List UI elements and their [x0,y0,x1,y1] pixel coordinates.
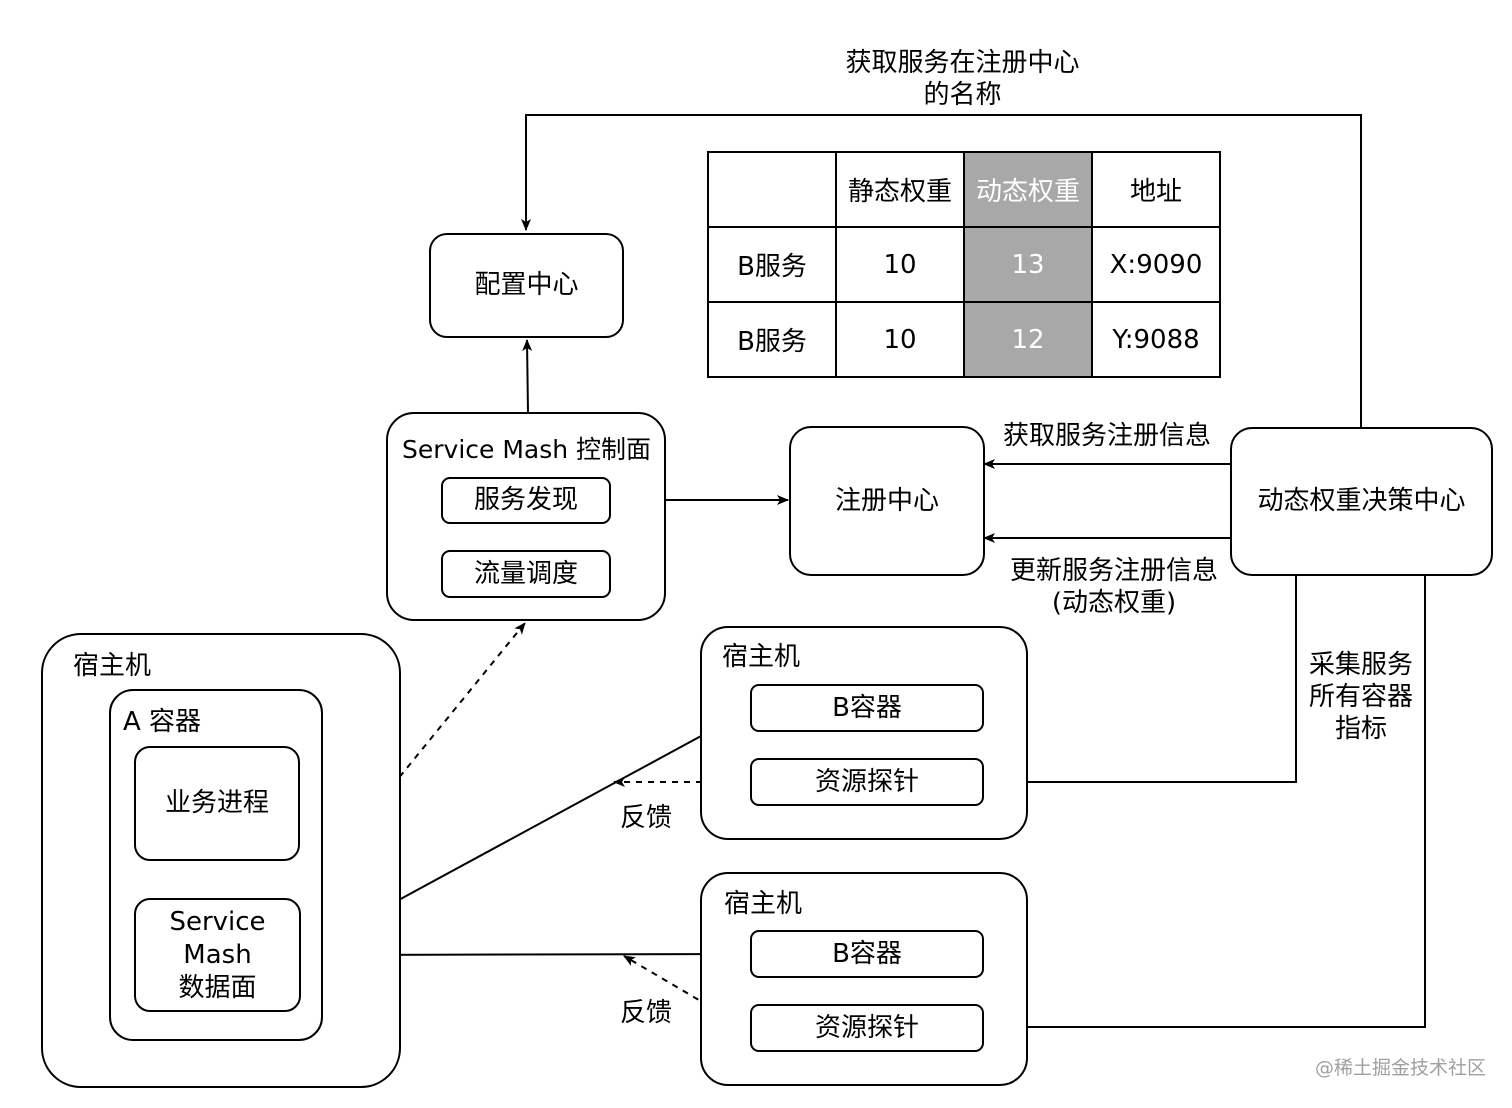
label-line: 的名称 [923,80,1002,110]
table-cell: 13 [963,226,1093,303]
label-line: (动态权重) [1051,588,1177,618]
decision-center-label: 动态权重决策中心 [1257,486,1466,516]
container-b2-label: B容器 [832,938,902,969]
edge-decision-to-probe1 [983,576,1297,787]
table-cell: B服务 [707,301,837,378]
table-header-row: 静态权重 动态权重 地址 [707,151,1221,228]
table-cell: Y:9088 [1091,301,1221,378]
host-b1-node: 宿主机 [700,626,1028,840]
table-header-address: 地址 [1091,151,1221,228]
label-feedback-1: 反馈 [620,803,673,833]
registry-label: 注册中心 [834,485,939,516]
table-cell: 12 [963,301,1093,378]
registry-node: 注册中心 [789,426,985,576]
decision-center-node: 动态权重决策中心 [1230,427,1493,576]
edge-decision-to-probe2 [983,576,1426,1032]
container-b2-node: B容器 [750,930,984,978]
label-line: 指标 [1334,714,1387,744]
host-b2-node: 宿主机 [700,872,1028,1086]
table-cell: 10 [835,226,965,303]
table-row: B服务 10 12 Y:9088 [707,301,1221,378]
data-plane-label: Service [169,906,266,937]
table-cell: B服务 [707,226,837,303]
probe-b1-node: 资源探针 [750,758,984,806]
label-line: 采集服务 [1308,650,1413,680]
table-cell: X:9090 [1091,226,1221,303]
config-center-node: 配置中心 [429,233,624,338]
service-discovery-label: 服务发现 [473,485,578,515]
container-b1-label: B容器 [832,692,902,723]
edge-control-to-config [522,339,533,414]
business-process-label: 业务进程 [164,788,269,818]
label-feedback-2: 反馈 [620,998,673,1028]
service-discovery-node: 服务发现 [441,477,611,524]
host-a-label: 宿主机 [73,651,152,681]
label-line: 获取服务在注册中心 [845,48,1080,78]
edge-decision-to-config [521,114,1362,428]
label-line: 更新服务注册信息 [1009,556,1218,586]
weights-table: 静态权重 动态权重 地址 B服务 10 13 X:9090 B服务 10 12 … [707,151,1221,378]
control-plane-title: Service Mash 控制面 [402,435,652,464]
data-plane-label: Mash [183,939,252,970]
table-cell: 10 [835,301,965,378]
label-line: 所有容器 [1308,682,1413,712]
host-b1-label: 宿主机 [722,642,801,672]
traffic-scheduling-label: 流量调度 [473,558,578,589]
label-update-registry-info: 更新服务注册信息 (动态权重) [1003,555,1225,619]
table-header-static-weight: 静态权重 [835,151,965,228]
config-center-label: 配置中心 [474,270,579,300]
label-get-registry-info: 获取服务注册信息 [1003,421,1212,451]
container-b1-node: B容器 [750,684,984,732]
business-process-node: 业务进程 [134,746,300,861]
probe-b2-node: 资源探针 [750,1004,984,1052]
label-collect-metrics: 采集服务 所有容器 指标 [1300,649,1422,745]
probe-b1-label: 资源探针 [814,766,919,797]
data-plane-label: 数据面 [178,972,257,1003]
data-plane-node: Service Mash 数据面 [134,898,301,1012]
host-b2-label: 宿主机 [724,889,803,919]
container-a-label: A 容器 [123,707,202,737]
table-header-dynamic-weight: 动态权重 [963,151,1093,228]
probe-b2-label: 资源探针 [814,1012,919,1043]
table-row: B服务 10 13 X:9090 [707,226,1221,303]
table-header-cell [707,151,837,228]
watermark-text: @稀土掘金技术社区 [1314,1057,1486,1079]
label-get-service-name: 获取服务在注册中心 的名称 [840,47,1085,111]
traffic-scheduling-node: 流量调度 [441,550,611,598]
